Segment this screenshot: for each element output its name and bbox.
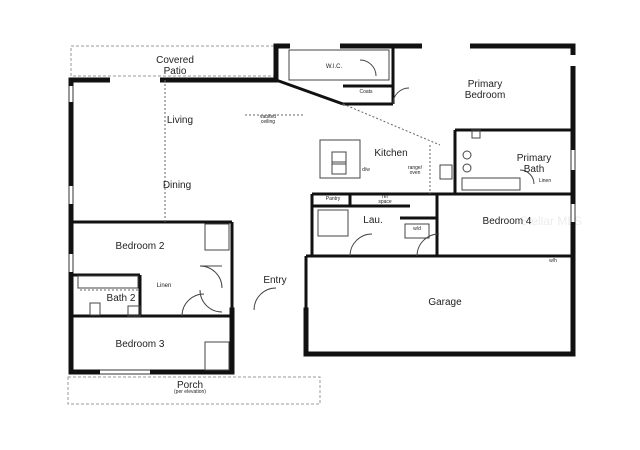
- range-oven-label: range/oven: [407, 165, 423, 177]
- bedroom-3-label: Bedroom 3: [115, 339, 165, 350]
- bedroom-4-label: Bedroom 4: [482, 216, 532, 227]
- kitchen-island: [319, 139, 361, 179]
- laundry-label: Lau.: [363, 215, 383, 226]
- watermark: Stellar MLS: [520, 214, 583, 228]
- coats-label: Coats: [359, 89, 373, 95]
- porch-outline: [67, 376, 321, 405]
- tub: [77, 275, 139, 289]
- pantry-label: Pantry: [325, 196, 341, 202]
- bath-2-label: Bath 2: [106, 293, 136, 304]
- wic-label: W.I.C.: [325, 64, 343, 70]
- porch-label: Porch: [176, 380, 204, 391]
- kitchen-label: Kitchen: [374, 148, 408, 159]
- living-label: Living: [166, 115, 194, 126]
- linen-primary-label: Linen: [538, 178, 552, 184]
- bedroom-2-label: Bedroom 2: [115, 241, 165, 252]
- closet-bedroom2: [204, 223, 230, 251]
- wic-shelves: [288, 49, 390, 81]
- closet-bedroom3: [204, 341, 230, 371]
- vaulted-wall: [275, 78, 344, 106]
- wh-label: w/h: [549, 258, 557, 264]
- linen-bath2-label: Linen: [156, 283, 172, 289]
- porch-note: (per elevation): [174, 389, 206, 395]
- wd-label: w/d: [413, 226, 421, 232]
- dining-label: Dining: [162, 180, 192, 191]
- entry-label: Entry: [263, 275, 287, 286]
- garage-label: Garage: [428, 297, 462, 308]
- dw-label: d/w: [362, 167, 370, 173]
